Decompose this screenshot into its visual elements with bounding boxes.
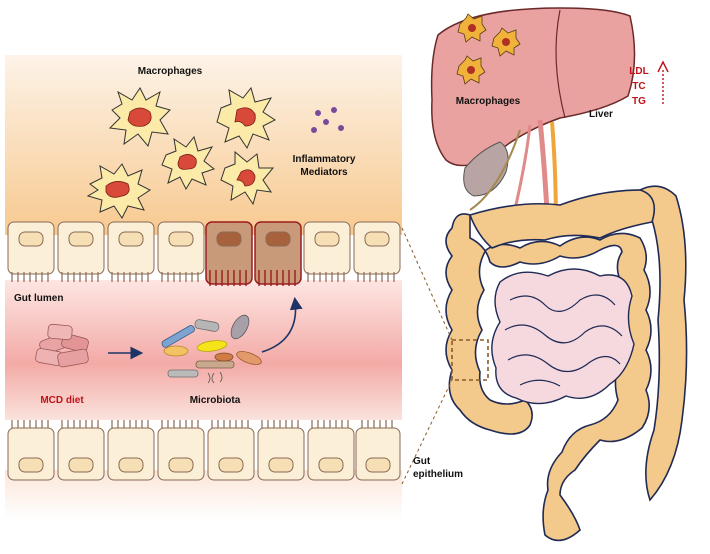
bacteria-icon bbox=[236, 351, 262, 365]
colon-top-band bbox=[468, 189, 656, 249]
epithelial-cell bbox=[307, 427, 355, 481]
label-tc: TC bbox=[632, 81, 645, 92]
epithelial-cell bbox=[57, 427, 105, 481]
activated-microvilli bbox=[209, 270, 296, 286]
liver-macrophage bbox=[456, 55, 486, 85]
up-arrow-head bbox=[657, 60, 669, 73]
colon-right-limb bbox=[639, 185, 688, 502]
microbiota-to-epithelium-arrow bbox=[261, 296, 303, 353]
bacteria-icon bbox=[214, 352, 234, 362]
bottom-epithelium-row bbox=[7, 427, 401, 481]
macrophage-cell bbox=[216, 86, 276, 150]
epithelial-cell bbox=[355, 427, 401, 481]
label-inflammatory: Inflammatory bbox=[293, 154, 356, 165]
label-macrophages-liver: Macrophages bbox=[456, 96, 521, 107]
epithelial-cell bbox=[207, 427, 255, 481]
small-intestine bbox=[491, 268, 635, 405]
epithelial-cell bbox=[7, 427, 55, 481]
macrophage-cell bbox=[86, 163, 151, 219]
epithelial-cell bbox=[57, 221, 105, 275]
lamina-propria-region bbox=[5, 55, 402, 235]
small-intestine-folds bbox=[504, 294, 623, 387]
label-epithelium: epithelium bbox=[413, 469, 463, 480]
epithelial-cell bbox=[303, 221, 351, 275]
label-macrophages-gut: Macrophages bbox=[138, 66, 203, 77]
liver-organ bbox=[430, 7, 636, 167]
bacteria-icon bbox=[194, 319, 220, 332]
epithelial-cell bbox=[157, 221, 205, 275]
inflammatory-mediator-dots bbox=[311, 107, 344, 133]
top-epithelium-row bbox=[7, 221, 401, 285]
epithelial-cell bbox=[353, 221, 401, 275]
bacteria-icon bbox=[230, 314, 250, 340]
bacteria-icon bbox=[195, 360, 235, 369]
epithelial-cell bbox=[107, 221, 155, 275]
activated-epithelial-cell bbox=[205, 221, 253, 285]
zoom-connector-top bbox=[401, 227, 453, 341]
top-microvilli bbox=[11, 272, 395, 282]
epithelial-cell bbox=[107, 427, 155, 481]
macrophage-cell bbox=[161, 135, 216, 191]
label-gut: Gut bbox=[413, 456, 431, 467]
bacteria-icon bbox=[161, 325, 195, 348]
label-tg: TG bbox=[632, 96, 646, 107]
gut-epithelium-zoom-box bbox=[451, 339, 489, 381]
bacteria-icon bbox=[163, 345, 189, 357]
bacteria-icon bbox=[196, 340, 228, 352]
microbiota-cluster bbox=[161, 314, 262, 384]
label-liver: Liver bbox=[589, 109, 613, 120]
label-ldl: LDL bbox=[629, 66, 648, 77]
activated-epithelial-cell bbox=[254, 221, 302, 285]
bottom-microvilli bbox=[11, 420, 393, 430]
epithelial-cell bbox=[157, 427, 205, 481]
label-microbiota: Microbiota bbox=[190, 395, 241, 406]
epithelial-cell bbox=[257, 427, 305, 481]
bacteria-icon bbox=[167, 369, 199, 378]
epithelial-cell bbox=[7, 221, 55, 275]
macrophage-cell bbox=[108, 87, 171, 148]
liver-macrophage bbox=[457, 13, 487, 43]
mcd-diet-icon bbox=[35, 323, 89, 368]
macrophage-cell bbox=[220, 150, 275, 206]
bacteria-flagella bbox=[207, 371, 223, 384]
label-mediators: Mediators bbox=[300, 167, 348, 178]
zoom-connector-bottom bbox=[401, 379, 453, 485]
label-mcd-diet: MCD diet bbox=[40, 395, 84, 406]
liver-macrophage bbox=[491, 27, 521, 57]
label-gut-lumen: Gut lumen bbox=[14, 293, 63, 304]
